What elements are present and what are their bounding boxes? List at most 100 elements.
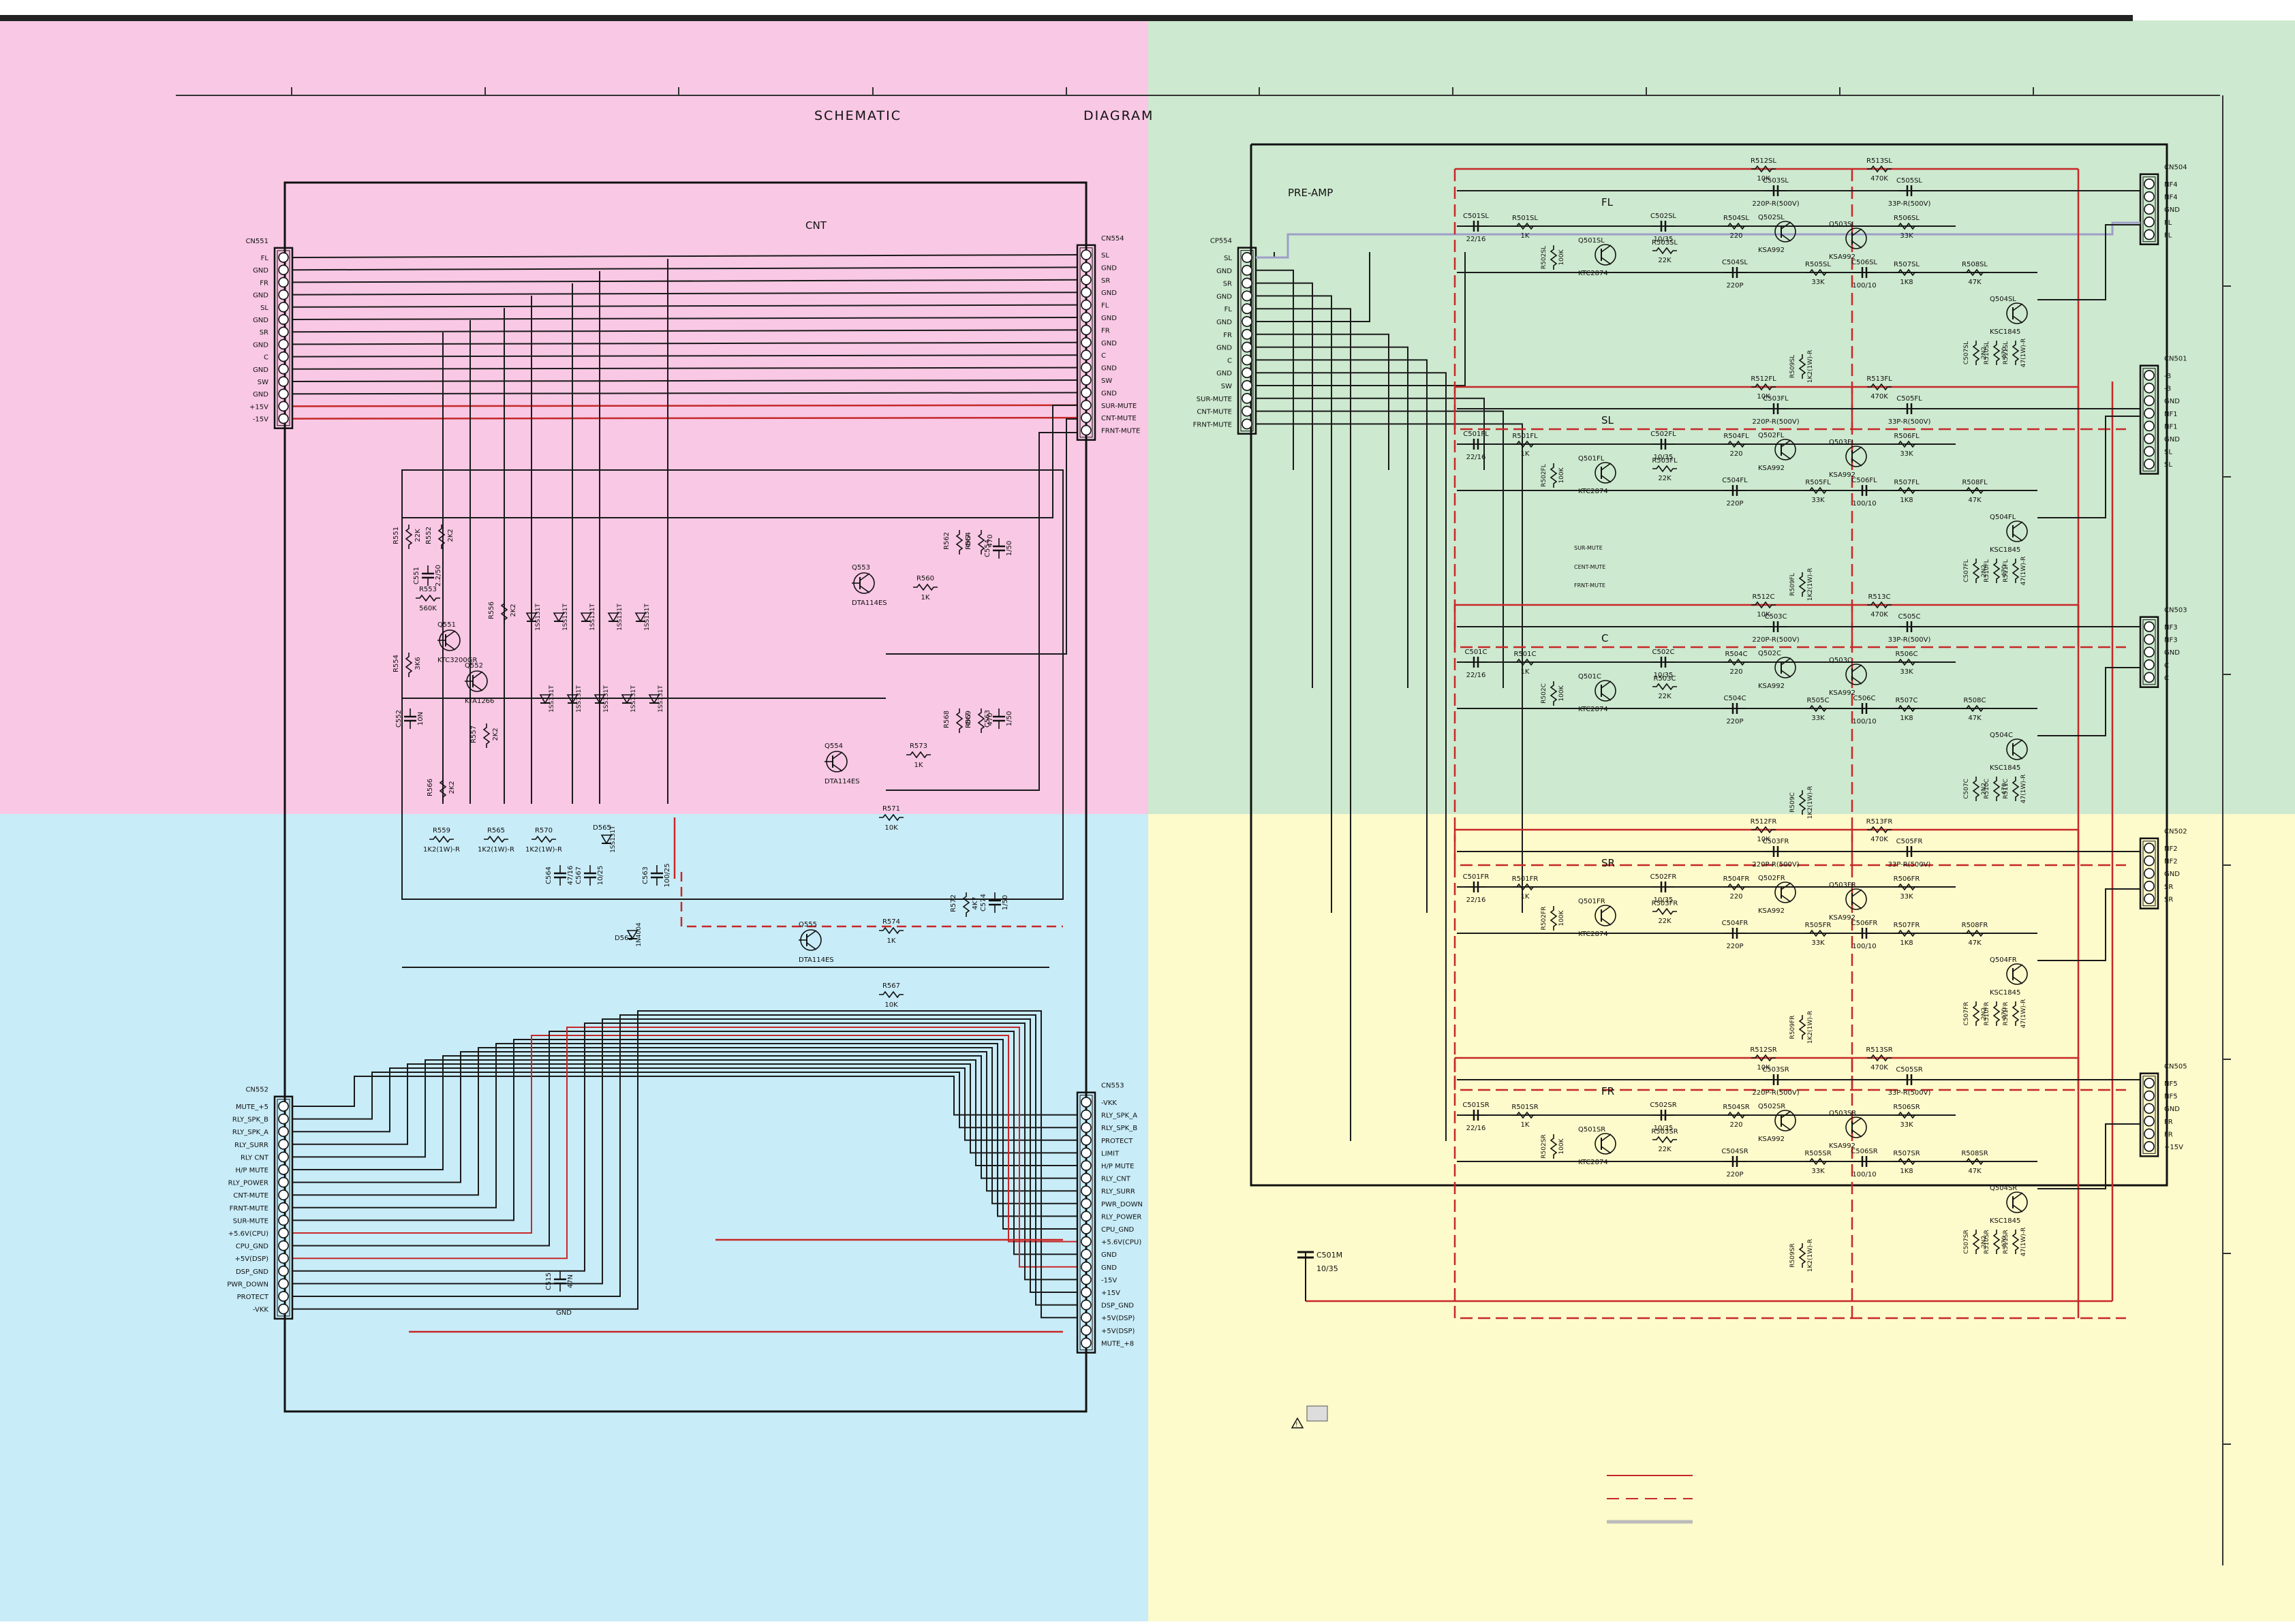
diode-1ss131t-lower-1-type: 1SS131T [576, 685, 583, 713]
cn552-connector-pin-label: RLY CNT [241, 1154, 269, 1161]
cn554-connector-pin [1081, 337, 1092, 348]
cn552-connector-pin [278, 1126, 289, 1138]
q502-transistor-type: KSA992 [1758, 683, 1785, 690]
cn554-connector-name: CN554 [1101, 235, 1124, 243]
c506-capacitor-value: 100/10 [1852, 1171, 1876, 1178]
cn552-connector-pin-label: RLY_SURR [234, 1142, 268, 1149]
cn551-connector-pin [278, 413, 289, 424]
r506-resistor-value: 33K [1900, 668, 1913, 676]
r512-resistor-ref: R512FL [1751, 375, 1776, 383]
r512-resistor-ref: R512SL [1751, 157, 1776, 165]
cn551-connector-pin [278, 364, 289, 375]
cp554-connector-pin-label: SL [1224, 255, 1232, 262]
c506-capacitor-ref: C506FR [1851, 920, 1878, 927]
preamp-wiring [1256, 168, 2140, 1320]
cn552-connector-pin-label: +5V(DSP) [235, 1255, 269, 1263]
cp554-connector-pin [1242, 405, 1252, 417]
cn553-connector-pin [1081, 1236, 1092, 1247]
diode-1ss131t-upper-3: 1SS131T [607, 604, 623, 631]
diode-1ss131t-upper-4-type: 1SS131T [644, 604, 651, 631]
r557-resistor-ref: R557 [470, 725, 478, 743]
r511-resistor-value: 47(1W)-R [2020, 557, 2027, 586]
cp554-connector-pin-label: GND [1216, 345, 1232, 352]
output-connector-cn502-pin-label: NF2 [2164, 858, 2178, 866]
r512-resistor-ref: R512C [1752, 593, 1774, 601]
q501-transistor-ref: Q501FR [1578, 898, 1605, 905]
r506-resistor-value: 33K [1900, 1121, 1913, 1129]
channel-c-label: C [1601, 632, 1608, 644]
cnt-board-wiring [292, 254, 1078, 1333]
c552-capacitor-value: 10N [417, 712, 425, 725]
r567-resistor-ref: R567 [882, 982, 900, 990]
output-connector-cn505-pin-label: GND [2164, 1106, 2180, 1113]
r566-resistor-value: 2K2 [448, 781, 456, 794]
r571-resistor-ref: R571 [882, 805, 900, 813]
r510-resistor-value: 470 [2001, 1236, 2008, 1247]
q501-transistor-type: KTC2874 [1578, 1159, 1608, 1166]
cn552-connector-pin [278, 1138, 289, 1150]
cn554-connector-pin [1081, 249, 1092, 260]
cn551-connector-pin-label: C [264, 354, 268, 362]
c505-capacitor-value: 33P-R(500V) [1888, 200, 1931, 208]
r556-resistor-ref: R556 [488, 602, 495, 619]
cn554-connector-pin-label: C [1101, 352, 1106, 360]
q555-transistor-ref: Q555 [799, 921, 817, 928]
q501-transistor-ref: Q501SR [1578, 1126, 1605, 1134]
r509-resistor-value: 1K2(1W)-R [1807, 1011, 1814, 1044]
cn554-connector-pin-label: GND [1101, 264, 1117, 272]
r566-resistor-ref: R566 [427, 779, 434, 796]
diode-1ss131t-lower-2: 1SS131T [594, 685, 610, 713]
r501-resistor-value: 1K [1521, 232, 1530, 240]
c507-capacitor-ref: C507C [1963, 779, 1970, 799]
r564-resistor-value: 470 [987, 534, 994, 547]
q553-transistor-ref: Q553 [852, 564, 870, 572]
cn553-connector-name: CN553 [1101, 1082, 1124, 1090]
cn553-connector-pin-label: GND [1101, 1251, 1117, 1259]
cn554-connector-pin [1081, 312, 1092, 323]
cn551-connector: FLGNDFRGNDSLGNDSRGNDCGNDSWGND+15V-15VCN5… [245, 238, 294, 429]
r509-resistor-ref: R509SR [1789, 1243, 1796, 1267]
cn552-connector-pin-label: PWR_DOWN [227, 1281, 268, 1288]
output-connector-cn503-pin [2144, 634, 2155, 645]
cn553-connector-pin [1081, 1261, 1092, 1272]
r503-resistor-ref: R503FR [1652, 900, 1678, 907]
c504-capacitor-ref: C504SR [1721, 1148, 1748, 1155]
cn553-connector-pin [1081, 1337, 1092, 1349]
r504-resistor-value: 220 [1729, 668, 1742, 676]
cn553-connector-pin [1081, 1109, 1092, 1121]
q552-transistor-type: KTA1266 [465, 698, 494, 705]
output-connector-cn502-pin-label: SR [2164, 884, 2173, 891]
q552-transistor-ref: Q552 [465, 662, 483, 670]
title-schematic: SCHEMATIC [814, 108, 902, 123]
r511-resistor-ref: R511FR [2003, 1002, 2009, 1026]
c507-capacitor-value: 2N2 [1981, 1008, 1988, 1020]
cn552-connector-pin-label: DSP_GND [236, 1268, 268, 1276]
diode-1ss131t-upper-2: 1SS131T [580, 604, 596, 631]
r504-resistor-value: 220 [1729, 232, 1742, 240]
r556-resistor: R556 2K2 [488, 599, 517, 624]
q502-transistor-ref: Q502C [1758, 650, 1781, 657]
output-connector-cn504-pin [2144, 178, 2155, 189]
diode-1ss131t-upper-4: 1SS131T [634, 604, 651, 631]
r510-resistor-ref: R510FR [1984, 1002, 1990, 1026]
r556-resistor-value: 2K2 [510, 604, 517, 616]
